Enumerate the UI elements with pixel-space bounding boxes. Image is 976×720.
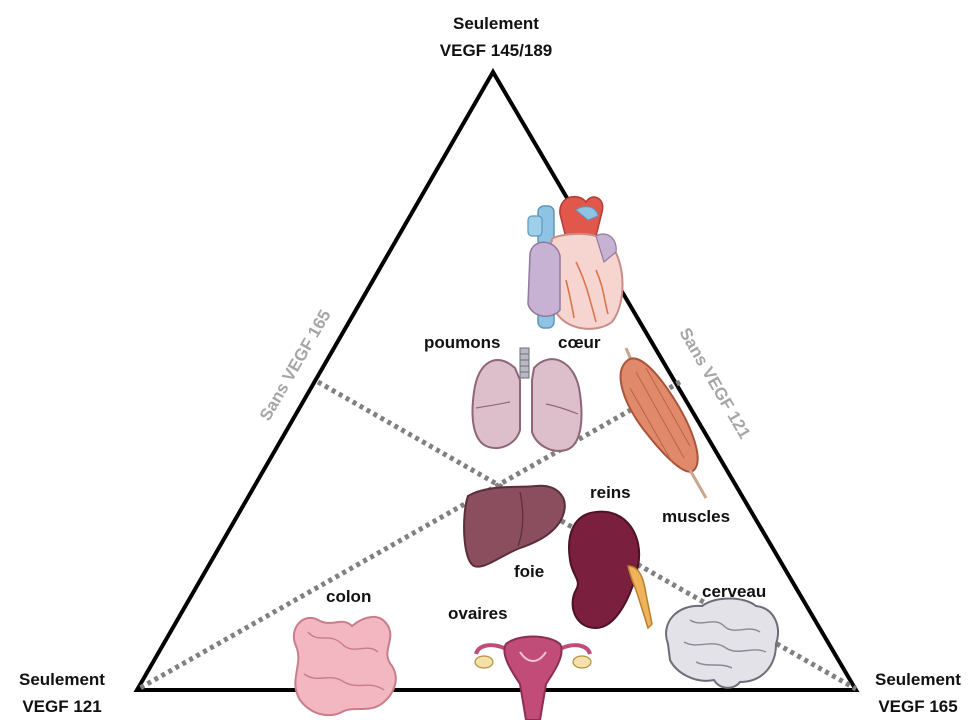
- lungs-icon: [473, 348, 582, 451]
- heart-icon: [528, 197, 623, 329]
- organ-label-ovaires: ovaires: [448, 604, 508, 623]
- organ-label-poumons: poumons: [424, 333, 501, 352]
- vertex-bottom-right-line2: VEGF 165: [878, 697, 957, 716]
- ovaries-icon: [475, 637, 591, 720]
- organ-label-cerveau: cerveau: [702, 582, 766, 601]
- liver-icon: [464, 486, 565, 567]
- vertex-top-line1: Seulement: [453, 14, 539, 33]
- vertex-bottom-left-line2: VEGF 121: [22, 697, 101, 716]
- brain-icon: [666, 599, 778, 688]
- organ-label-reins: reins: [590, 483, 631, 502]
- organ-label-foie: foie: [514, 562, 544, 581]
- organ-label-muscles: muscles: [662, 507, 730, 526]
- kidney-icon: [569, 512, 652, 628]
- vertex-bottom-left-line1: Seulement: [19, 670, 105, 689]
- muscle-icon: [621, 348, 706, 498]
- vertex-bottom-right-line1: Seulement: [875, 670, 961, 689]
- organ-label-coeur: cœur: [558, 333, 601, 352]
- organ-label-colon: colon: [326, 587, 371, 606]
- colon-icon: [294, 617, 396, 715]
- vertex-top-line2: VEGF 145/189: [440, 41, 552, 60]
